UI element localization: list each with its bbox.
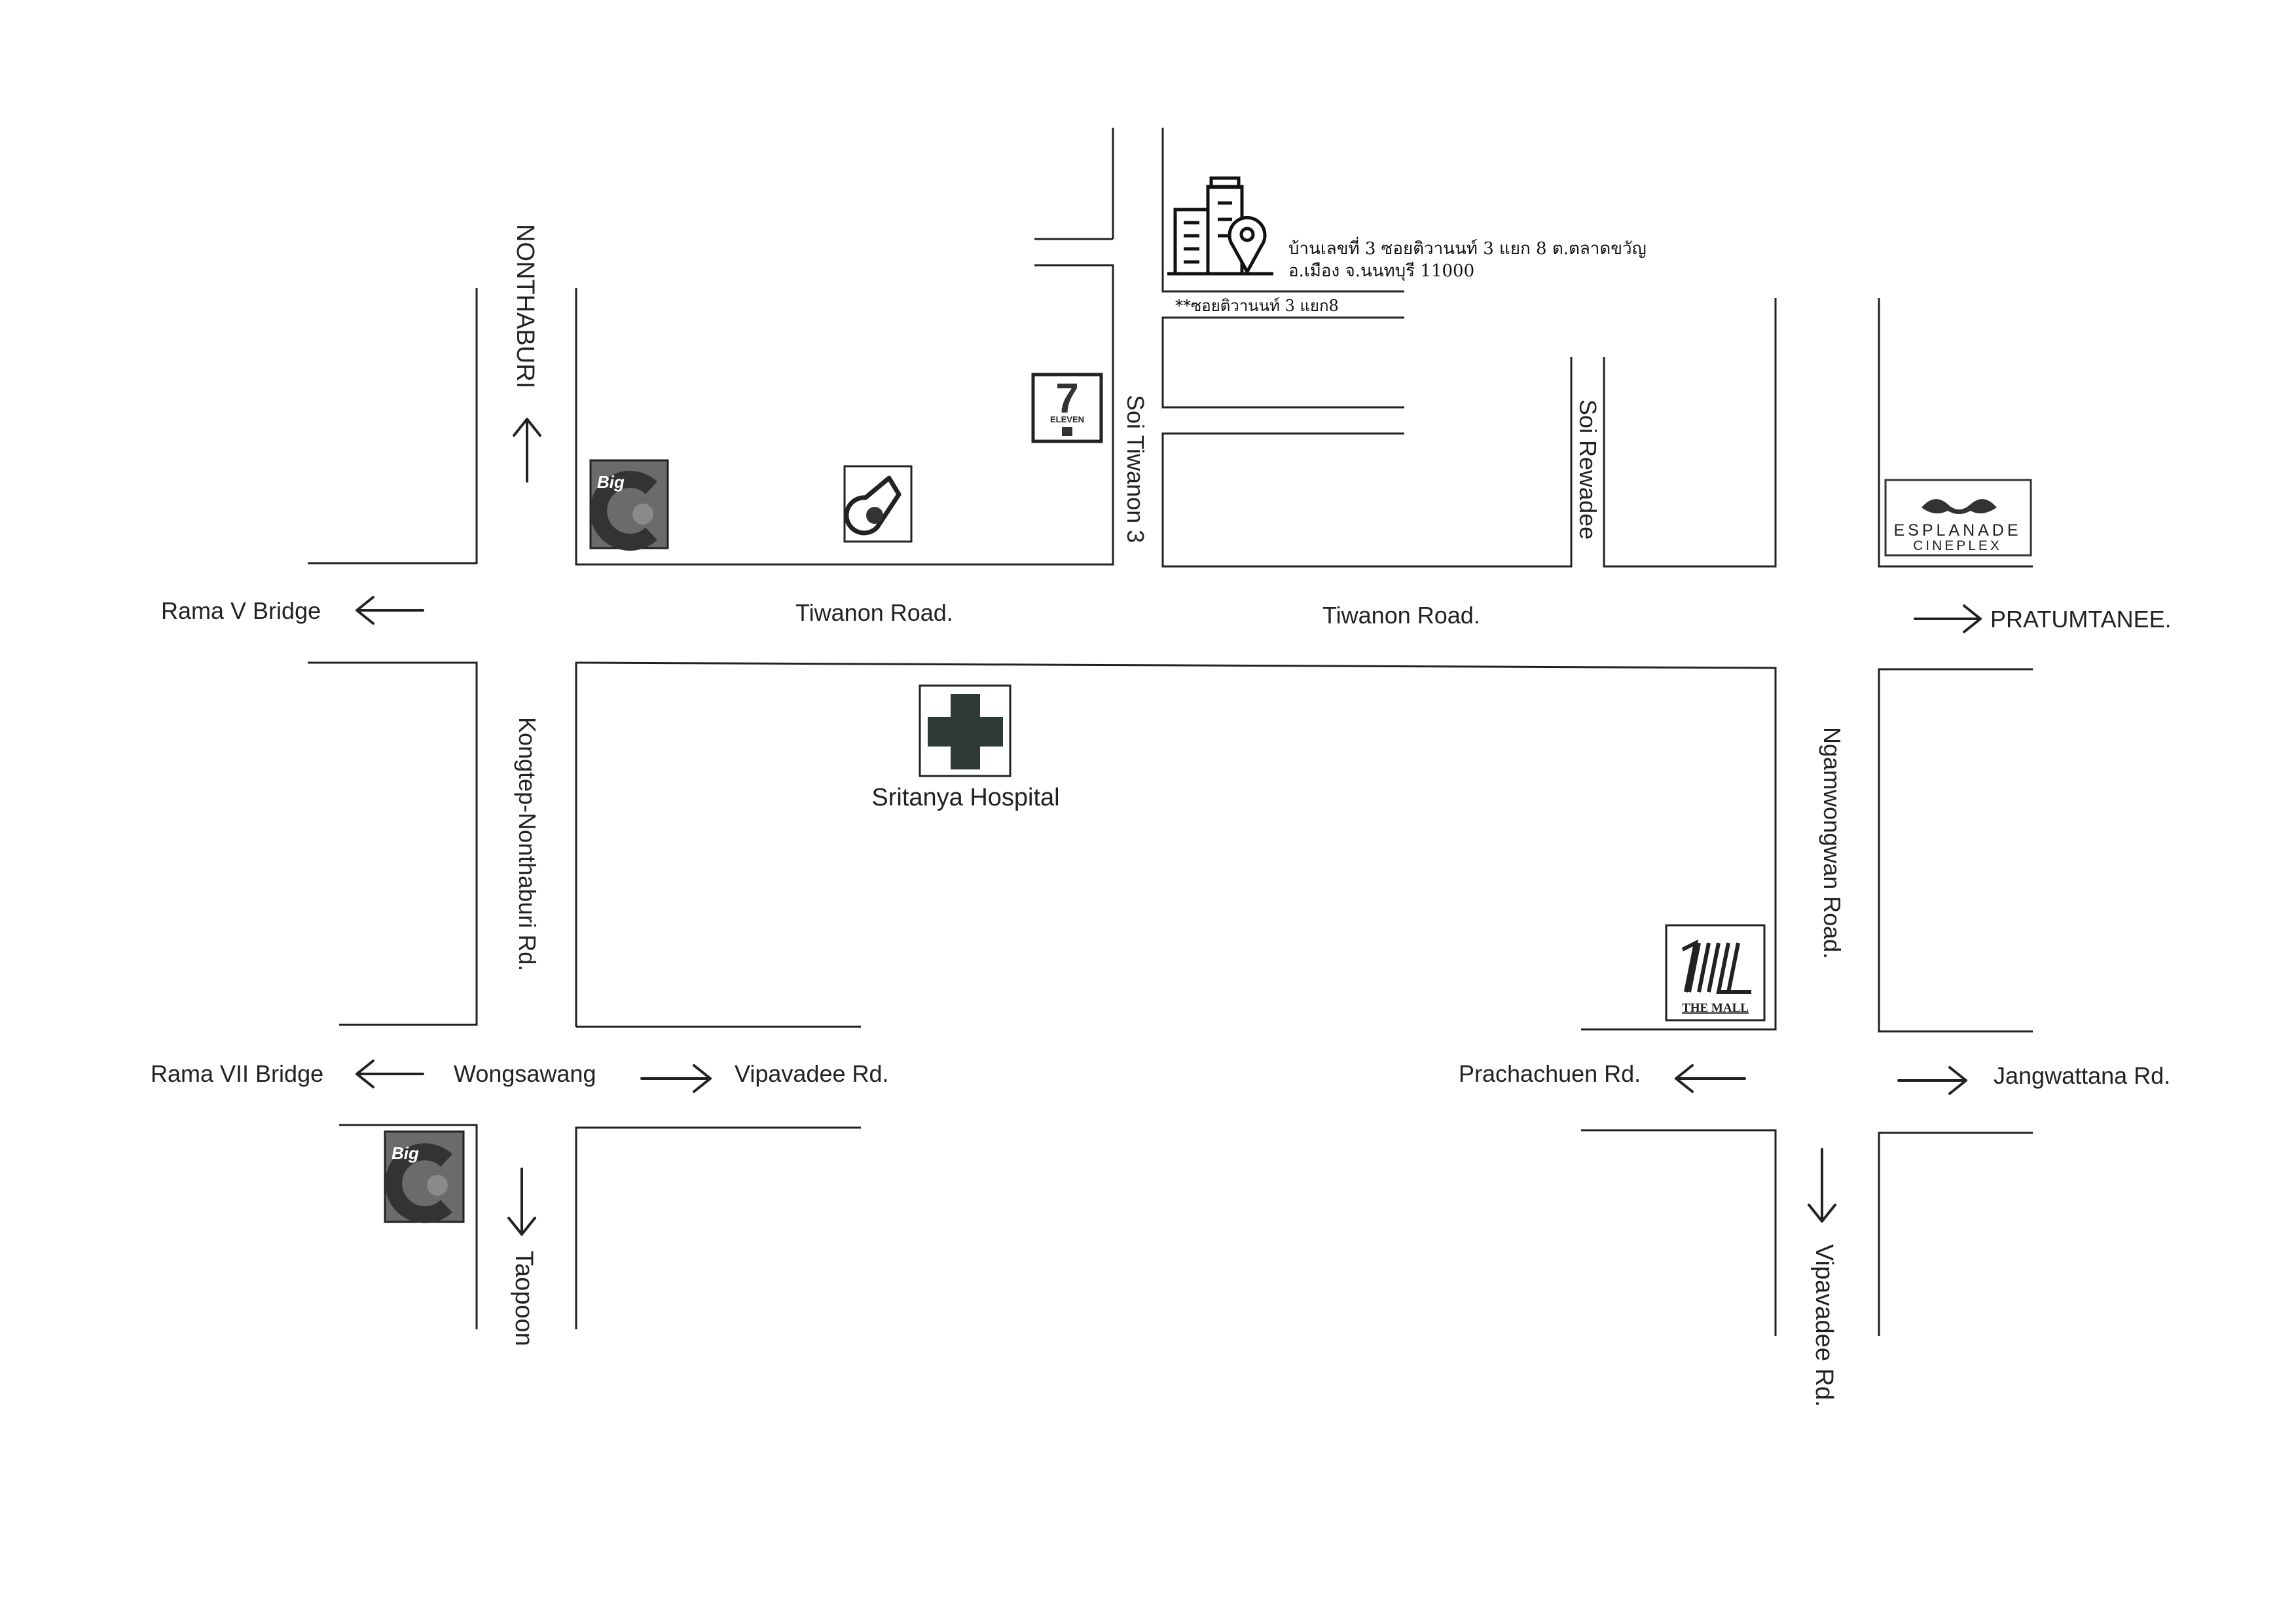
- road-label-tiwanon-left: Tiwanon Road.: [795, 599, 953, 626]
- arrow-down-icon: [507, 1168, 536, 1236]
- bigc-logo-bottom[interactable]: Big: [384, 1130, 465, 1223]
- hospital-label: Sritanya Hospital: [871, 784, 1059, 811]
- direction-vipavadee-down: Vipavadee Rd.: [1810, 1244, 1838, 1407]
- arrow-down-icon: [1808, 1148, 1836, 1223]
- road-edge: [575, 264, 1114, 566]
- destination-marker[interactable]: บ้านเลขที่ 3 ซอยติวานนท์ 3 แยก 8 ต.ตลาดข…: [1167, 176, 1647, 281]
- road-label-kongtep: Kongtep-Nonthaburi Rd.: [514, 717, 541, 971]
- road-edge: [575, 661, 1777, 1031]
- direction-wongsawang: Wongsawang: [454, 1060, 596, 1087]
- the-mall-label: THE MALL: [1682, 1001, 1749, 1015]
- road-edge: [308, 288, 478, 564]
- direction-prachachuen: Prachachuen Rd.: [1459, 1060, 1641, 1087]
- road-edge: [1878, 668, 2033, 1033]
- road-edge: [1581, 1129, 1777, 1336]
- road-label-soi-rewadee: Soi Rewadee: [1575, 399, 1601, 540]
- direction-vipavadee-left: Vipavadee Rd.: [735, 1060, 889, 1087]
- soi-note: **ซอยติวานนท์ 3 แยก8: [1175, 297, 1339, 315]
- arrow-right-icon: [1897, 1066, 1967, 1095]
- direction-rama5: Rama V Bridge: [161, 597, 321, 624]
- road-label-ngamwongwan: Ngamwongwan Road.: [1819, 727, 1846, 959]
- road-edge: [1161, 128, 1404, 293]
- road-edge: [1161, 357, 1573, 568]
- road-label-tiwanon-right: Tiwanon Road.: [1322, 602, 1480, 629]
- bigc-label: Big: [597, 472, 625, 492]
- direction-rama7: Rama VII Bridge: [151, 1060, 323, 1087]
- esplanade-line-1: ESPLANADE: [1893, 521, 2021, 540]
- road-edge: [1878, 1132, 2033, 1336]
- the-mall-logo[interactable]: THE MALL: [1665, 924, 1766, 1022]
- direction-jangwattana: Jangwattana Rd.: [1994, 1062, 2170, 1089]
- road-edge: [1161, 316, 1404, 409]
- hospital-cross-icon: [928, 694, 1003, 769]
- address-line-1: บ้านเลขที่ 3 ซอยติวานนท์ 3 แยก 8 ต.ตลาดข…: [1288, 236, 1647, 259]
- arrow-left-icon: [1675, 1064, 1746, 1093]
- road-edge: [339, 1124, 478, 1329]
- road-edge: [575, 1126, 861, 1329]
- seven-eleven-digit: 7: [1055, 375, 1079, 422]
- arrow-right-icon: [640, 1064, 712, 1093]
- road-label-soi-tiwanon3: Soi Tiwanon 3: [1122, 395, 1149, 543]
- road-network: [308, 128, 2033, 1336]
- seven-eleven-label: ELEVEN: [1050, 415, 1084, 424]
- arrow-left-icon: [355, 1060, 424, 1088]
- bigc-label: Big: [392, 1143, 419, 1163]
- seven-eleven-logo[interactable]: 7 ELEVEN: [1031, 373, 1103, 443]
- road-edge: [308, 661, 478, 1026]
- bigc-logo-top[interactable]: Big: [589, 459, 669, 551]
- hospital-marker[interactable]: [919, 684, 1011, 777]
- arrow-up-icon: [513, 418, 541, 483]
- direction-taopoon: Taopoon: [510, 1251, 538, 1346]
- direction-nonthaburi: NONTHABURI: [511, 224, 539, 388]
- arrow-left-icon: [355, 596, 424, 625]
- esplanade-line-2: CINEPLEX: [1913, 538, 2002, 553]
- petrol-station-logo[interactable]: [843, 465, 913, 543]
- road-edge: [1603, 298, 1777, 568]
- road-edge: [1878, 298, 2033, 568]
- building-pin-icon: [1167, 176, 1273, 276]
- direction-pratumtanee: PRATUMTANEE.: [1990, 606, 2172, 633]
- address-line-2: อ.เมือง จ.นนทบุรี 11000: [1288, 261, 1474, 281]
- arrow-right-icon: [1914, 604, 1982, 633]
- esplanade-cineplex-logo[interactable]: ESPLANADE CINEPLEX: [1884, 479, 2032, 557]
